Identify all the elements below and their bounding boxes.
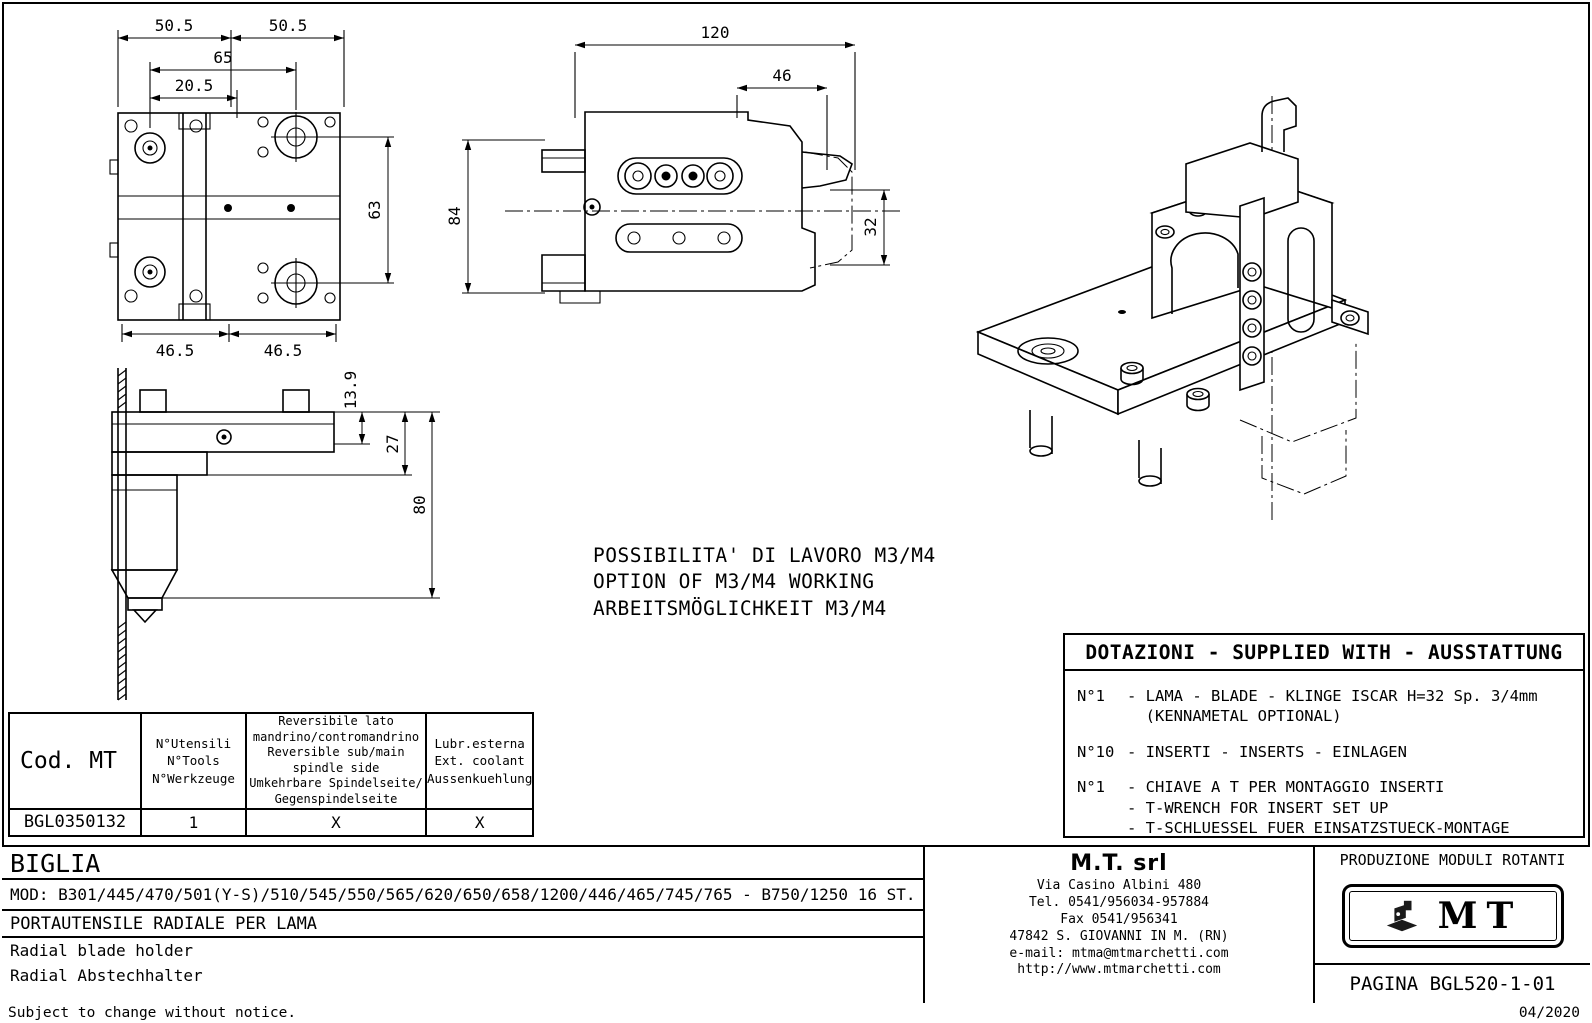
machine-brand: BIGLIA [2,847,923,880]
company-address: Via Casino Albini 480 Tel. 0541/956034-9… [1009,878,1229,978]
spec-code-value: BGL0350132 [8,807,142,837]
item-description: - INSERTI - INSERTS - EINLAGEN [1127,742,1407,761]
description-german: Radial Abstechhalter [10,966,203,985]
title-block-left: BIGLIA MOD: B301/445/470/501(Y-S)/510/54… [2,847,925,1003]
supplied-with-box: DOTAZIONI - SUPPLIED WITH - AUSSTATTUNG … [1063,633,1585,838]
mt-logo: MT [1341,884,1564,948]
machine-models: MOD: B301/445/470/501(Y-S)/510/545/550/5… [2,880,923,911]
company-name: M.T. srl [1070,851,1168,876]
item-quantity: N°1 [1077,778,1105,797]
dim-label: 50.5 [155,16,194,35]
dim-label: 120 [701,23,730,42]
supplied-with-item: N°1 - LAMA - BLADE - KLINGE ISCAR H=32 S… [1077,686,1575,727]
dim-label: 65 [213,48,232,67]
supplied-with-title: DOTAZIONI - SUPPLIED WITH - AUSSTATTUNG [1065,635,1583,671]
dim-label: 46.5 [264,341,303,360]
item-quantity: N°1 [1077,687,1105,705]
description-italian: PORTAUTENSILE RADIALE PER LAMA [2,911,923,938]
dim-label: 50.5 [269,16,308,35]
logo-block: PRODUZIONE MODULI ROTANTI MT PAGINA BGL5… [1315,847,1590,1003]
profile-view: 13.9 27 80 [110,368,440,701]
dim-label: 46.5 [156,341,195,360]
supplied-with-item: N°1 - CHIAVE A T PER MONTAGGIO INSERTI -… [1077,777,1575,838]
spec-header-reversible: Reversibile lato mandrino/contromandrino… [245,712,427,810]
dim-label: 46 [772,66,791,85]
dim-label: 80 [410,495,429,514]
dim-label: 84 [445,206,464,225]
dim-label: 27 [383,434,402,453]
disclaimer-note: Subject to change without notice. [8,1005,297,1021]
dim-label: 32 [861,217,880,236]
spec-reversible-value: X [245,807,427,837]
item-description: - CHIAVE A T PER MONTAGGIO INSERTI - T-W… [1127,778,1510,838]
dim-label: 20.5 [175,76,214,95]
spec-row: BGL0350132 1 X X [8,807,535,837]
spec-tools-value: 1 [140,807,247,837]
spec-header-code: Cod. MT [8,712,142,810]
page-number: PAGINA BGL520-1-01 [1315,963,1590,1003]
manufacturer-block: M.T. srl Via Casino Albini 480 Tel. 0541… [925,847,1315,1003]
spec-coolant-value: X [424,807,535,837]
description-english: Radial blade holder [10,941,194,960]
side-view: 120 46 84 32 [445,23,900,304]
spec-header-tools: N°Utensili N°Tools N°Werkzeuge [140,712,247,810]
dim-label: 63 [365,200,384,219]
dim-label: 13.9 [341,371,360,410]
title-block: BIGLIA MOD: B301/445/470/501(Y-S)/510/54… [2,845,1590,1003]
mt-logo-machine-icon [1386,900,1417,932]
spec-header-coolant: Lubr.esterna Ext. coolant Aussenkuehlung [424,712,535,810]
spec-table: Cod. MT N°Utensili N°Tools N°Werkzeuge R… [8,712,535,837]
item-quantity: N°10 [1077,742,1115,761]
supplied-with-item: N°10 - INSERTI - INSERTS - EINLAGEN [1077,742,1575,762]
technical-drawing: 50.5 50.5 65 20.5 63 46.5 46.5 [109,16,1369,701]
item-description: - LAMA - BLADE - KLINGE ISCAR H=32 Sp. 3… [1127,687,1538,726]
revision-date: 04/2020 [1518,1005,1580,1021]
production-tagline: PRODUZIONE MODULI ROTANTI [1339,851,1566,869]
working-option-note: POSSIBILITA' DI LAVORO M3/M4 OPTION OF M… [593,544,936,620]
isometric-view [975,96,1369,520]
mt-logo-text: MT [1437,895,1523,937]
front-view: 50.5 50.5 65 20.5 63 46.5 46.5 [109,16,394,360]
